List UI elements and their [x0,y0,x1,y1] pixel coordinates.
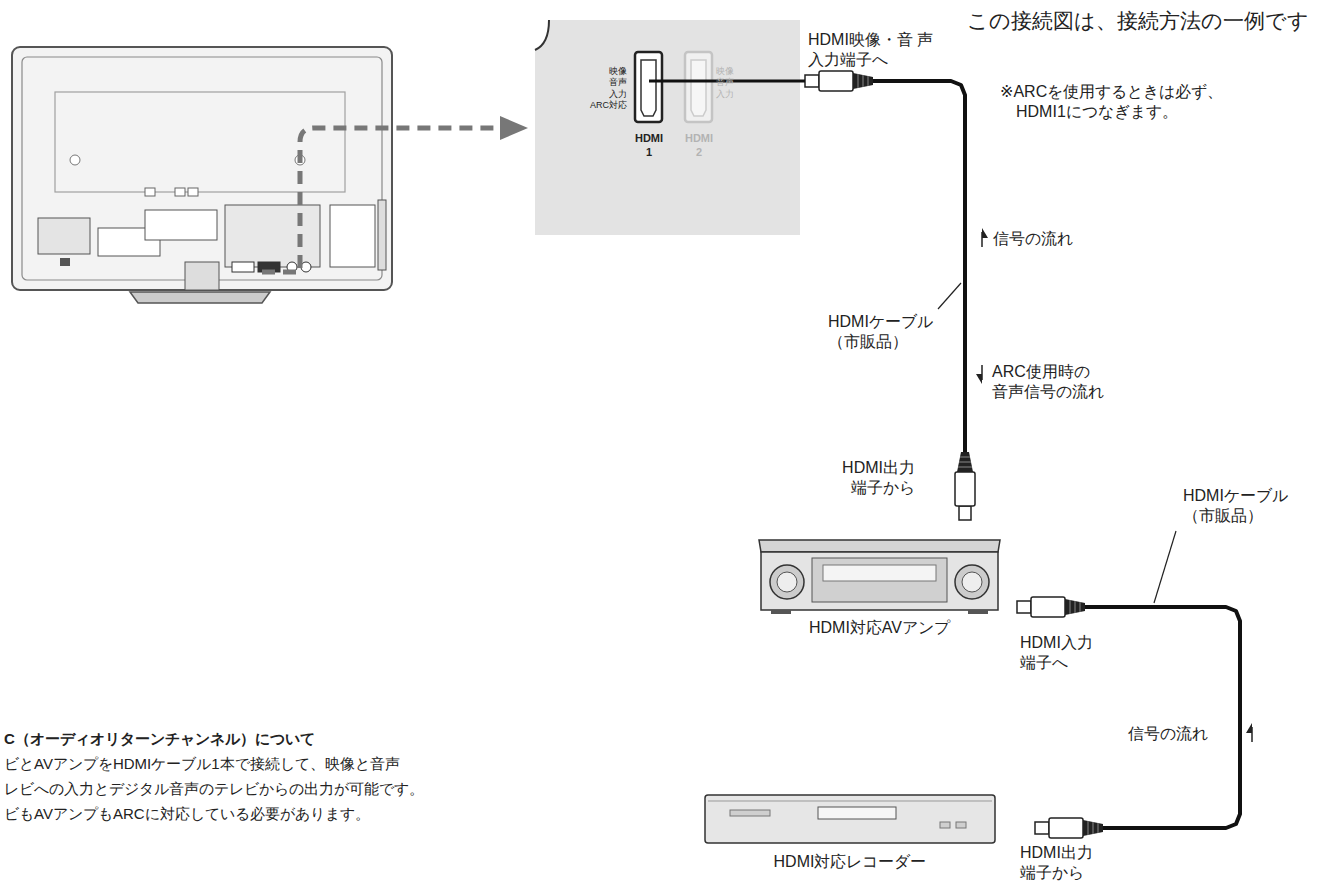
callout-label: HDMI映像・音 声 入力端子へ [808,30,944,70]
terminal-panel [535,20,800,235]
amp-front-panel [812,558,947,602]
recorder-edge [708,801,992,802]
socket-detail [60,258,70,266]
callout-label: ARC使用時の 音声信号の流れ [992,362,1117,402]
callout-label: 信号の流れ [993,229,1073,249]
callout-label: HDMI入力 端子へ [1020,633,1102,673]
side-terminal-area [330,205,375,267]
vent [145,188,155,196]
node-label: HDMI対応AVアンプ [757,618,1002,638]
hdmi-port [685,52,712,122]
terminal-area [225,205,320,267]
callout-label: 信号の流れ [1128,724,1208,744]
node-text: HDMI 2 [678,132,720,160]
hdmi-cable [805,81,965,520]
amp-display [823,565,936,581]
amp-top [759,540,1000,552]
node-label: 映像 音声 入力 ARC対応 [579,66,627,111]
flow-arrows [976,228,1252,742]
note-text: ビとAVアンプをHDMIケーブル1本で接続して、映像と音声 [4,755,400,774]
amp-foot [968,610,988,614]
amp-knob-center [962,572,982,592]
callout-label: ※ARCを使用するときは必ず、 HDMI1につなぎます。 [1000,82,1248,122]
hdmi-plug [955,452,975,520]
panel-corner [535,20,549,50]
stand-neck [185,262,219,290]
amp-knob-center [777,572,797,592]
node-text: HDMI 1 [628,132,670,160]
callout-label: HDMIケーブル （市販品） [1183,486,1309,526]
leader-line [938,283,961,309]
hdmi-plug [1035,818,1103,838]
amp-body [761,552,998,610]
hdmi-cable [1017,607,1240,828]
av-amplifier: HDMI対応AVアンプ [757,520,1017,642]
panel-edge [535,20,549,50]
tv-rear-illustration [12,47,392,303]
recorder-display [730,810,770,816]
hdmi-port [635,52,662,122]
vent [175,188,185,196]
hdmi-port-socket [691,60,706,116]
terminal [232,262,254,272]
recorder-button [940,822,950,828]
vent [188,188,198,196]
dashed-line [262,128,500,272]
zoom-arrow [262,116,528,272]
hdmi-terminal-panel: 映像 音声 入力 ARC対応HDMI 1 映像 音声 入力 HDMI 2 [535,20,805,235]
flow-arrow-head [982,228,988,238]
side-terminal [378,200,386,270]
node-text: 映像 音声 入力 [716,66,756,100]
recorder-disc-slot [818,807,896,819]
callout-label: HDMI出力 端子から [833,458,915,498]
amp-knob [770,565,804,599]
recorder-button [956,822,966,828]
amp-knob [955,565,989,599]
arrowhead [500,116,528,140]
hdmi-cables [805,81,1240,828]
flow-arrow-head [1246,723,1252,733]
hdmi-terminal-panel-shape [535,20,805,235]
hdmi-plug [1017,597,1085,617]
flow-arrow-head [976,374,982,384]
hdmi-plugs [805,71,1103,838]
diagram-title: この接続図は、接続方法の一例です [967,8,1309,34]
callout-label: HDMI出力 端子から [1020,843,1102,883]
power-socket [38,218,90,254]
stand-base [130,292,270,303]
leader-line [1154,531,1176,603]
tv-housing [12,47,392,290]
screw-hole [70,155,80,165]
hdmi-port-socket [641,60,656,116]
note-text: C（オーディオリターンチャンネル）について [4,730,315,749]
note-text: ビもAVアンプもARCに対応している必要があります。 [4,805,370,824]
tv-rear-panel [22,57,382,280]
callout-label: HDMIケーブル （市販品） [828,312,958,352]
node-label: HDMI対応レコーダー [700,852,1000,872]
amp-foot [771,610,791,614]
note-text: レビへの入力とデジタル音声のテレビからの出力が可能です。 [4,780,424,799]
rear-block [145,210,217,240]
hdmi-plug [805,71,873,91]
recorder: HDMI対応レコーダー [700,792,1035,882]
recorder-body [705,795,995,843]
